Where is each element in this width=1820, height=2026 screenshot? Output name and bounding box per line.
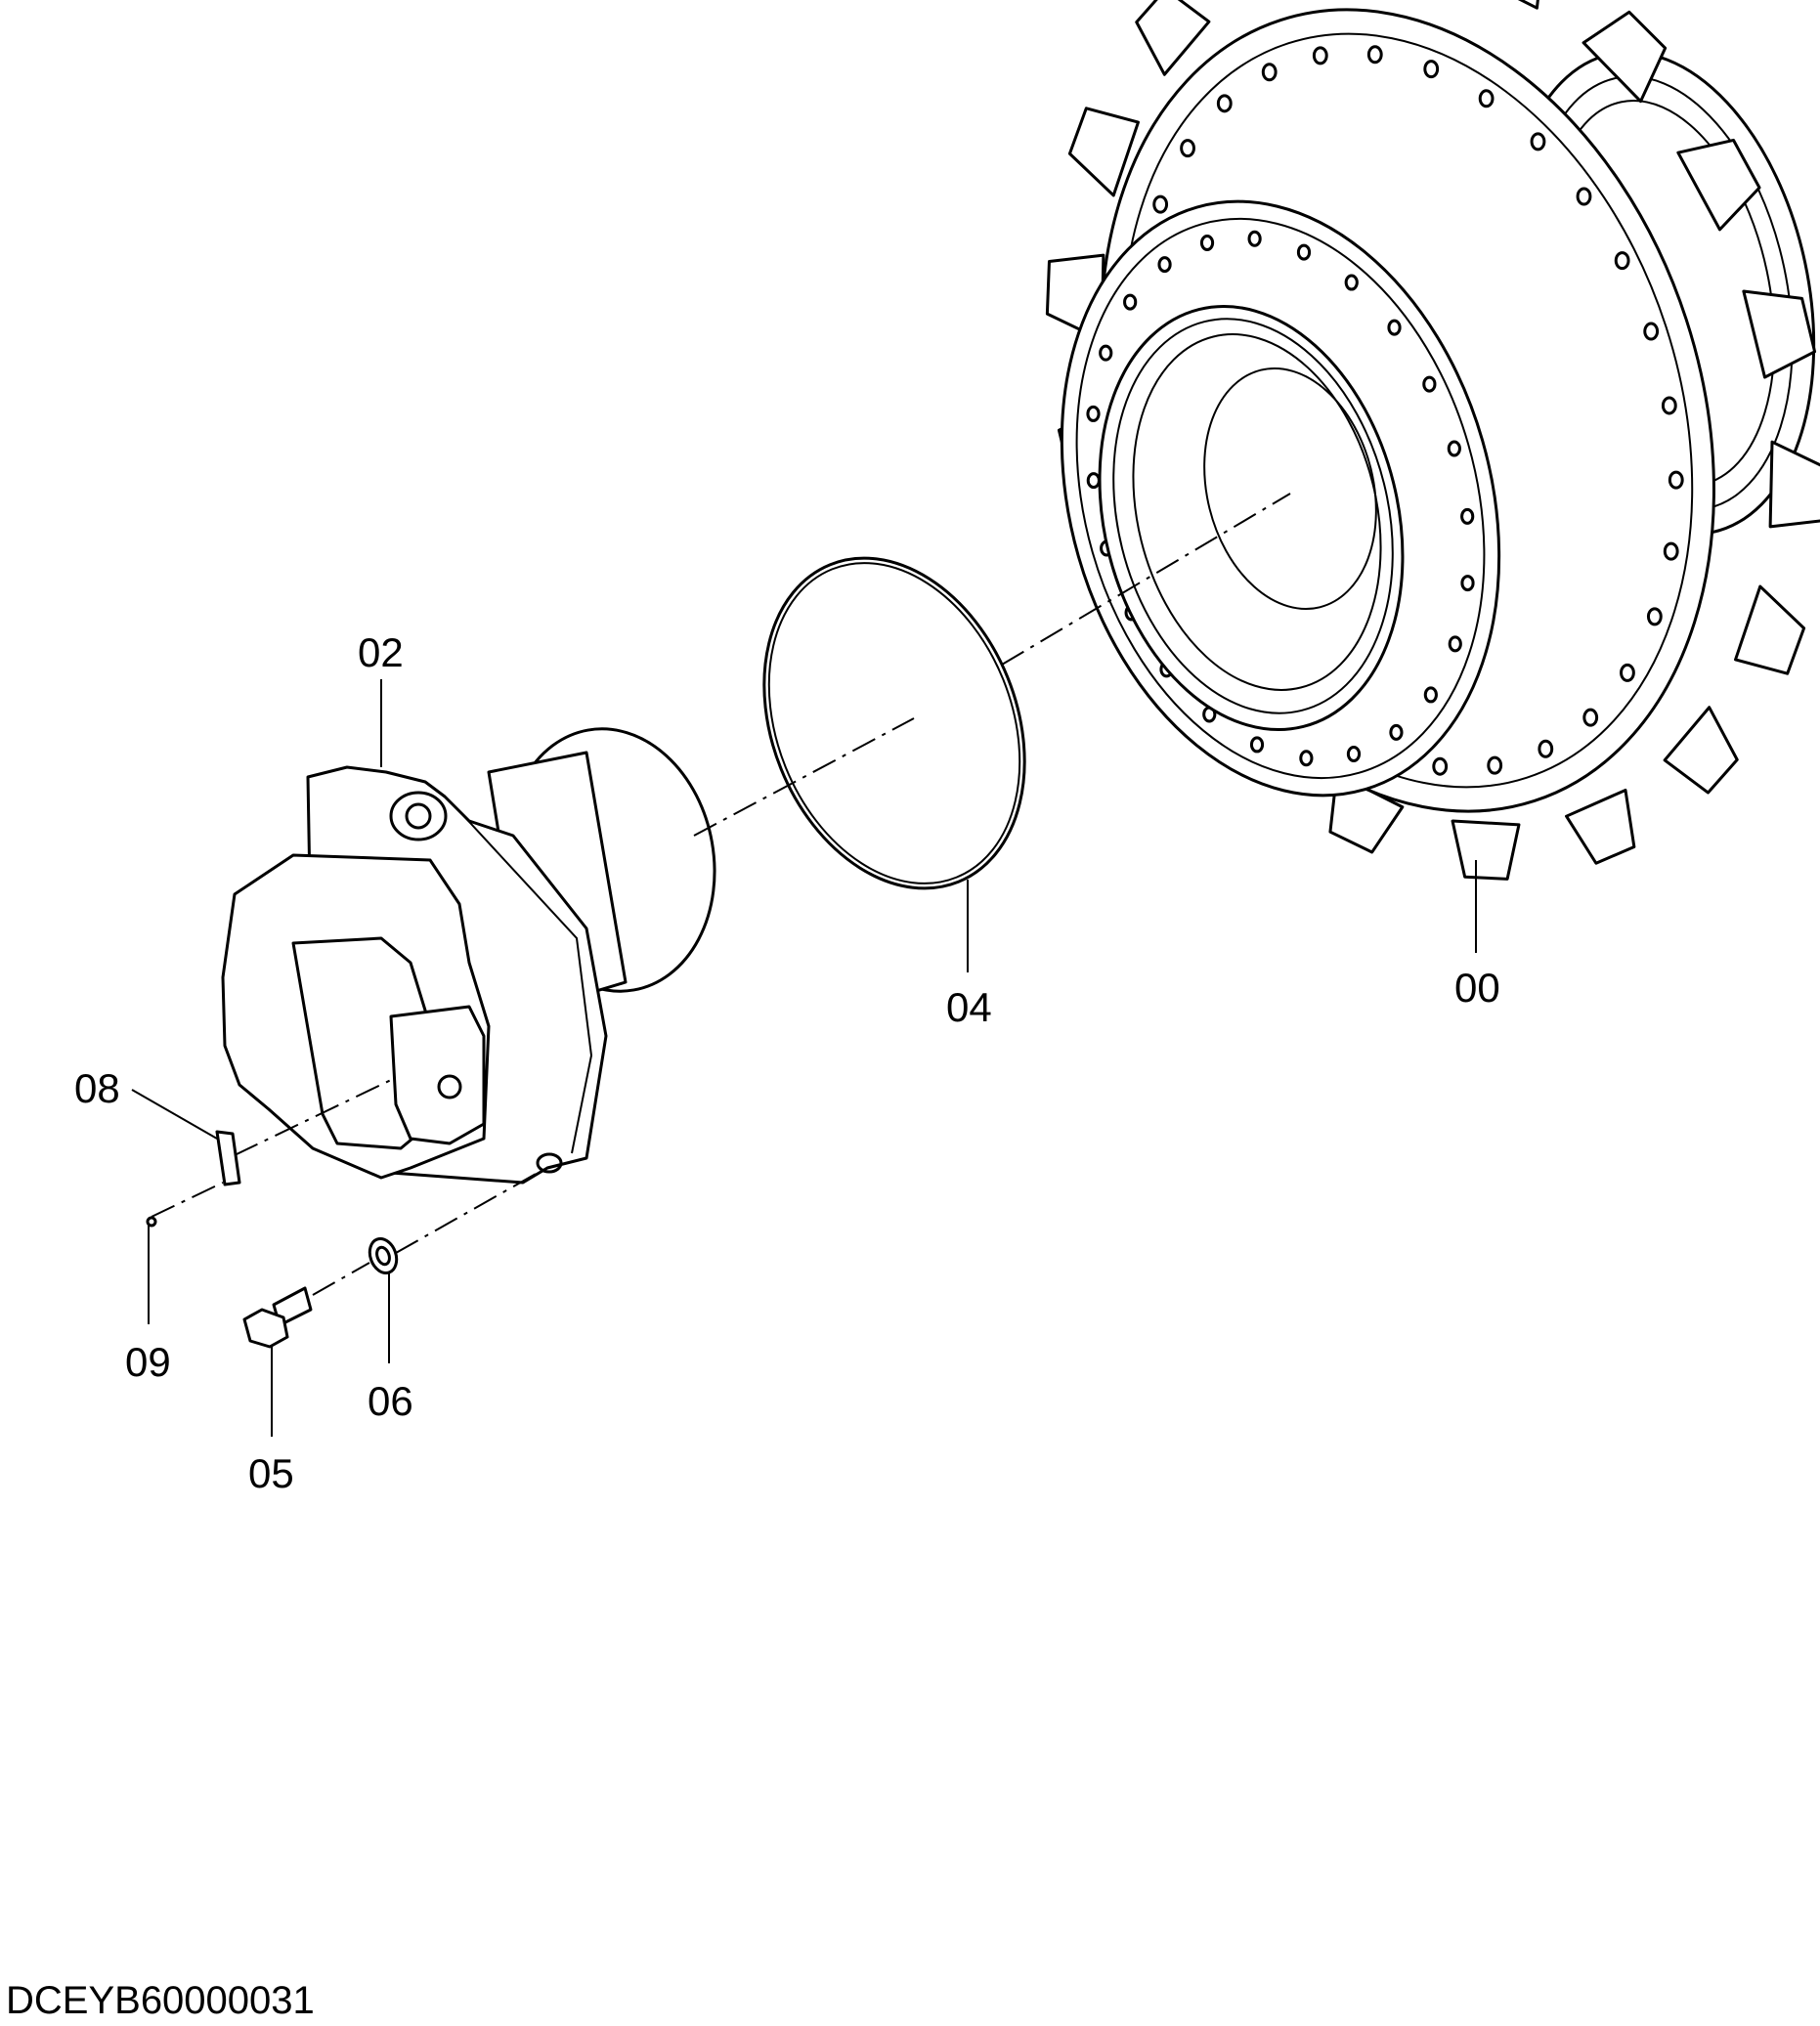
bolt-hole [1576,187,1592,206]
bolt-hole [1099,344,1113,362]
part-02-travel-motor [221,679,716,1185]
bolt-hole [1447,440,1461,457]
bolt-hole [1487,755,1503,775]
bolt-hole [1152,194,1169,214]
bolt-hole [1389,723,1404,741]
bolt-hole [1366,45,1383,65]
bolt-hole [1643,322,1660,341]
sprocket-tooth [1135,0,1211,76]
sprocket-tooth [1663,706,1739,795]
callout-00: 00 [1454,965,1500,1011]
part-04-o-ring [762,556,1026,972]
bolt-hole [1423,60,1440,79]
bolt-hole [1157,256,1172,274]
bolt-hole [1247,230,1262,247]
bolt-hole [1180,139,1195,158]
callout-08: 08 [74,1065,120,1111]
bolt-hole [1668,470,1684,490]
sprocket-tooth [1742,289,1817,379]
bolt-hole [1661,396,1677,415]
bolt-hole [1646,607,1663,626]
sprocket-tooth [1451,819,1521,881]
callout-02: 02 [358,629,404,675]
bolt-hole [1620,663,1635,682]
callout-05: 05 [248,1450,294,1496]
bolt-hole [1423,686,1438,704]
bolt-hole [1346,745,1362,762]
bolt-hole [1460,507,1475,525]
bolt-hole [1422,375,1437,393]
bolt-hole [1296,243,1312,261]
bolt-hole [1582,708,1599,727]
callout-09: 09 [125,1339,171,1385]
bolt-hole [1448,635,1462,653]
callout-06: 06 [368,1378,413,1424]
bolt-hole [1123,293,1138,311]
bolt-hole [1538,739,1554,758]
part-08-name-plate [131,1089,241,1186]
part-09-rivet [146,1216,157,1324]
part-05-bolt [242,1286,313,1437]
sprocket-tooth [1517,0,1539,10]
bolt-hole [1663,541,1679,561]
sprocket-tooth [1676,138,1761,232]
sprocket-tooth [1768,440,1820,529]
bolt-hole [1344,274,1359,291]
bolt-hole [1460,575,1475,592]
bolt-hole [1086,405,1101,422]
bolt-hole [1249,736,1265,754]
sprocket-tooth [1582,10,1668,104]
bolt-hole [1199,235,1215,252]
part-00-sprocket-hub [1045,0,1820,953]
sprocket-tooth [1565,788,1636,865]
sprocket-tooth [1734,584,1806,675]
bolt-hole [1216,94,1233,113]
sprocket-tooth [1067,107,1140,197]
bolt-hole [1312,46,1328,65]
bolt-hole [1299,750,1314,767]
bolt-hole [1432,756,1449,776]
part-06-washer [368,1237,399,1363]
bolt-hole [1530,132,1546,151]
bolt-hole [1478,89,1495,108]
document-id: DCEYB60000031 [6,1979,315,2022]
callout-04: 04 [946,984,992,1030]
bolt-hole [1614,251,1630,271]
bolt-hole [1261,63,1278,82]
bolt-hole [1387,319,1402,336]
